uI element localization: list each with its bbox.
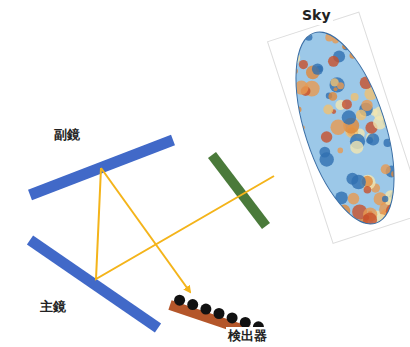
sky-blob <box>312 63 323 74</box>
sky-blob <box>356 110 367 121</box>
light-ray-arrow <box>101 168 190 292</box>
sky-blob <box>292 152 299 159</box>
sky-blob <box>371 36 386 51</box>
sky-blob <box>361 100 372 111</box>
sky-blob <box>299 60 308 69</box>
secondary-mirror <box>30 140 173 195</box>
sky-blob <box>369 225 382 238</box>
sky-blob <box>342 99 352 109</box>
sky-anisotropy <box>286 15 406 239</box>
sky-blob <box>297 164 312 179</box>
sky-blob <box>373 116 387 130</box>
detector-pixel <box>240 317 251 328</box>
sky-blob <box>338 205 350 217</box>
sky-blob <box>366 137 373 144</box>
sky-blob <box>387 101 399 113</box>
sky-blob <box>323 105 333 115</box>
sky-blob <box>305 228 316 239</box>
sky-blob <box>379 90 385 96</box>
sky-blob <box>309 175 316 182</box>
sky-blob <box>320 152 334 166</box>
sky-blob <box>378 49 392 63</box>
sky-blob <box>328 213 342 227</box>
sky-blob <box>286 219 293 226</box>
sky-label: Sky <box>300 6 333 25</box>
sky-blob <box>290 183 302 195</box>
sky-blob <box>353 225 359 231</box>
sky-blob <box>352 17 366 31</box>
sky-blob <box>292 68 298 74</box>
sky-blob <box>293 27 298 32</box>
sky-blob <box>311 202 325 216</box>
sky-blob <box>367 133 379 145</box>
sky-blob <box>376 69 384 77</box>
sky-blob <box>321 131 332 142</box>
sky-blob <box>296 155 305 164</box>
sky-blob <box>337 82 344 89</box>
mirror-label: 主鏡 <box>38 298 68 316</box>
sky-blob <box>382 196 388 202</box>
sky-map <box>276 21 410 236</box>
sky-blob <box>350 141 363 154</box>
sky-blob <box>286 45 295 54</box>
detector-label: 検出器 <box>226 327 269 345</box>
sky-blob <box>369 54 383 68</box>
sky-blob <box>296 41 301 46</box>
sky-blob <box>363 213 377 227</box>
sky-blob <box>351 93 359 101</box>
sky-blob <box>330 77 345 92</box>
sky-blob <box>383 42 391 50</box>
sky-blob <box>369 22 377 30</box>
sky-blob <box>369 44 377 52</box>
detector-pixel <box>187 299 198 310</box>
light-ray <box>96 168 274 279</box>
filter-plate <box>212 155 266 226</box>
sky-blob <box>372 79 376 83</box>
sky-blob <box>370 223 380 233</box>
sky-blob <box>351 175 366 190</box>
sky-blob <box>309 165 316 172</box>
sky-blob <box>360 77 373 90</box>
sky-blob <box>394 63 406 75</box>
sky-blob <box>364 186 372 194</box>
detector-pixel <box>200 304 211 315</box>
sky-blob <box>342 25 347 30</box>
sky-blob <box>297 201 304 208</box>
sky-blob <box>386 28 394 36</box>
mirror-label: 副鏡 <box>52 126 82 144</box>
sky-card <box>268 12 410 243</box>
sky-blob <box>342 110 356 124</box>
detector-pixel <box>214 308 225 319</box>
sky-blob <box>393 59 405 71</box>
sky-outline <box>276 21 410 236</box>
sky-blob <box>383 68 391 76</box>
sky-blob <box>390 135 401 146</box>
sky-blob <box>302 30 306 34</box>
sky-blob <box>379 23 392 36</box>
sky-blob <box>381 164 391 174</box>
sky-blob <box>389 19 402 32</box>
sky-blob <box>328 92 337 101</box>
sky-blob <box>335 191 348 204</box>
sky-blob <box>338 148 344 154</box>
sky-blob <box>386 216 394 224</box>
sky-blob <box>372 65 387 80</box>
detector-pixel <box>227 312 238 323</box>
sky-blob <box>328 56 339 67</box>
sky-blob <box>393 107 405 119</box>
sky-blob <box>361 26 373 38</box>
sky-blob <box>366 51 372 57</box>
sky-blob <box>376 55 381 60</box>
sky-blob <box>393 30 398 35</box>
sky-blob <box>388 76 404 92</box>
detector-pixel <box>174 295 185 306</box>
sky-blob <box>380 73 392 85</box>
sky-blob <box>376 232 382 238</box>
sky-blob <box>348 193 360 205</box>
sky-blob <box>356 45 366 55</box>
sky-blob <box>334 87 338 91</box>
sky-blob <box>384 104 391 111</box>
